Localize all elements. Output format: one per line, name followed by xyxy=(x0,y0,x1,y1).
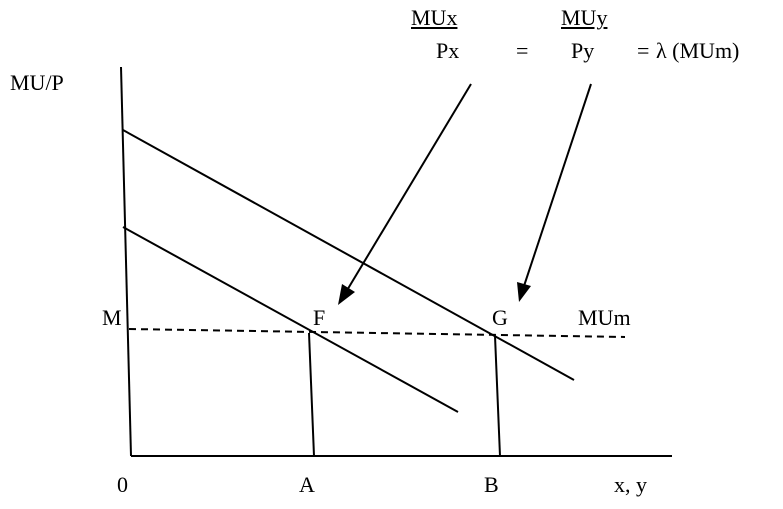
drop-line-b xyxy=(494,335,501,457)
formula-mux-numerator: MUx xyxy=(411,5,458,30)
point-label-g: G xyxy=(492,305,508,330)
formula-mux-denominator: Px xyxy=(436,38,460,63)
formula-lambda: λ (MUm) xyxy=(656,38,740,63)
formula-equals-1: = xyxy=(516,38,529,63)
point-label-f: F xyxy=(313,305,326,330)
formula-equals-2: = xyxy=(637,38,650,63)
formula-muy-denominator: Py xyxy=(571,38,595,63)
y-axis xyxy=(120,66,132,457)
x-axis-label: x, y xyxy=(614,472,647,497)
origin-label: 0 xyxy=(117,472,128,497)
point-label-a: A xyxy=(299,472,315,497)
curve-upper xyxy=(122,129,575,381)
arrow-to-g-head xyxy=(517,282,531,302)
mum-dashed-line xyxy=(128,328,626,338)
arrow-to-f-shaft xyxy=(345,83,472,293)
point-label-mum: MUm xyxy=(578,305,631,330)
formula-muy-numerator: MUy xyxy=(561,5,608,30)
drop-line-a xyxy=(308,332,315,457)
y-axis-label: MU/P xyxy=(10,70,64,95)
arrow-to-f-head xyxy=(338,284,355,305)
arrow-to-g-shaft xyxy=(523,83,592,287)
point-label-m: M xyxy=(102,305,122,330)
point-label-b: B xyxy=(484,472,499,497)
curve-lower xyxy=(122,226,459,413)
